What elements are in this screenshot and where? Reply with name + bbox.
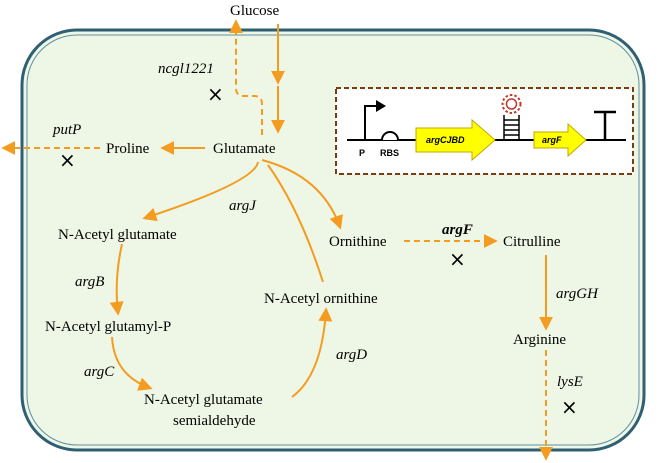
promoter-label: P [359, 148, 365, 158]
metabolite-arginine: Arginine [513, 332, 566, 348]
knockout-putP: × [59, 148, 76, 172]
arrow-glutamate-ornithine [261, 159, 343, 230]
arrow-argB [109, 243, 124, 316]
metabolite-citrulline: Citrulline [503, 234, 561, 250]
arrow-glutamate-nacetylglutamate [142, 161, 259, 222]
metabolite-n-acetyl-glutamate-semialdehyde-line2: semialdehyde [173, 413, 256, 429]
cell-membrane-inner [26, 34, 640, 446]
hairpin-icon [501, 94, 522, 140]
metabolite-glutamate: Glutamate [213, 141, 276, 157]
gene-argJ: argJ [229, 198, 257, 214]
metabolite-n-acetyl-glutamate-semialdehyde-line1: N-Acetyl glutamate [144, 392, 263, 408]
gene-cassette: P RBS argCJBD argF [335, 87, 634, 175]
gene-argC: argC [84, 364, 115, 380]
gene-argCJBD-label: argCJBD [426, 135, 465, 145]
metabolite-n-acetyl-glutamate: N-Acetyl glutamate [58, 227, 177, 243]
gene-argCJBD-arrow [415, 118, 496, 162]
metabolite-n-acetyl-glutamyl-p: N-Acetyl glutamyl-P [45, 319, 171, 335]
metabolite-proline: Proline [106, 141, 150, 157]
gene-ncgl1221: ncgl1221 [158, 61, 214, 77]
gene-argF-arrow [533, 122, 587, 158]
promoter-icon [364, 105, 377, 140]
gene-lysE: lysE [557, 374, 583, 390]
gene-argGH: argGH [556, 286, 599, 302]
gene-putP: putP [52, 122, 81, 138]
promoter-arrowhead [376, 100, 386, 112]
gene-argB: argB [75, 274, 104, 290]
gene-argF: argF [442, 222, 473, 238]
rbs-label: RBS [380, 148, 399, 158]
knockout-lysE: × [561, 395, 578, 419]
metabolite-ornithine: Ornithine [329, 234, 387, 250]
arrow-argD [291, 307, 333, 398]
rbs-icon [381, 131, 399, 141]
knockout-argF: × [449, 247, 466, 271]
gene-argD: argD [336, 347, 367, 363]
arrow-nacetylornithine-glutamate [267, 164, 324, 283]
knockout-ncgl1221: × [207, 82, 224, 106]
gene-argF-label: argF [542, 135, 562, 145]
metabolite-n-acetyl-ornithine: N-Acetyl ornithine [264, 291, 378, 307]
metabolite-glucose: Glucose [230, 3, 279, 19]
arrow-argC [111, 336, 153, 391]
arrow-glutamate-export [229, 19, 263, 135]
